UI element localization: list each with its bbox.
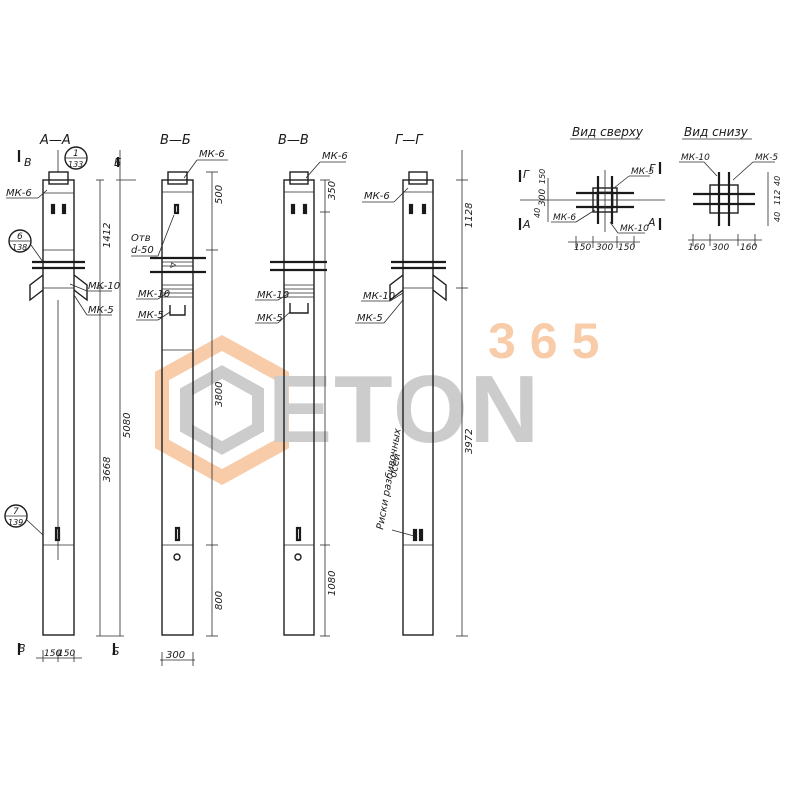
- watermark-number: 365: [488, 313, 613, 369]
- bottom-view: Вид снизу МК-10 МК-5 40 112 40 160 300 1…: [679, 125, 782, 253]
- svg-text:138: 138: [12, 243, 27, 252]
- section-title-bb: В—Б: [160, 133, 191, 148]
- dim-bottom-300: 300: [712, 243, 729, 253]
- label-mk6-top: МК-6: [553, 213, 576, 223]
- dim-3668: 3668: [102, 457, 113, 482]
- top-view: Вид сверху Г Г А А МК-5 МК-6 МК-10 300 1…: [518, 125, 665, 253]
- note-hole-1: Отв: [131, 233, 151, 244]
- dim-500: 500: [214, 185, 225, 204]
- label-mk10-bottom: МК-10: [681, 153, 710, 163]
- dim-top-150: 150: [538, 169, 547, 184]
- label-mk5-top: МК-5: [631, 167, 654, 177]
- svg-text:7: 7: [13, 507, 19, 517]
- section-mark-a-left: А: [522, 218, 531, 231]
- dim-800: 800: [214, 591, 225, 610]
- column-vv: МК-6 МК-10 МК-5 350 1080: [255, 151, 348, 637]
- dim-1080: 1080: [327, 571, 338, 596]
- dim-5080: 5080: [122, 413, 133, 438]
- column-aa: В В 1 133 6 138 7 139 МК-6 МК-10 МК-5: [4, 146, 136, 662]
- svg-text:ᐅ: ᐅ: [170, 261, 176, 270]
- watermark-brand: ETON: [268, 356, 541, 463]
- label-mk5-bottom: МК-5: [755, 153, 778, 163]
- dim-top-300-bottom: 300: [596, 243, 613, 253]
- svg-text:1: 1: [73, 149, 79, 159]
- section-mark-g-right: Г: [649, 162, 656, 175]
- section-title-gg: Г—Г: [395, 133, 424, 148]
- callout-6: 6 138: [8, 229, 44, 263]
- section-title-vv: В—В: [278, 133, 309, 148]
- label-mk10-bb: МК-10: [138, 289, 170, 300]
- dim-150-aa-right: 150: [58, 649, 75, 659]
- dim-1412: 1412: [102, 223, 113, 248]
- label-mk5-vv: МК-5: [257, 313, 283, 324]
- column-bb: ᐅ МК-6 Отв d-50 МК-10 МК-5 500 3800 800 …: [131, 149, 228, 666]
- dim-top-40: 40: [533, 208, 542, 218]
- label-mk5-gg: МК-5: [357, 313, 383, 324]
- dim-bottom-112: 112: [773, 190, 782, 205]
- dim-1128: 1128: [464, 203, 475, 228]
- svg-text:133: 133: [68, 160, 83, 169]
- dim-bottom-160-right: 160: [740, 243, 757, 253]
- dim-bottom-40b: 40: [773, 212, 782, 222]
- label-mk6-aa: МК-6: [6, 188, 32, 199]
- section-mark-g-left: Г: [523, 168, 530, 181]
- label-mk5-aa: МК-5: [88, 305, 114, 316]
- dim-150-aa-left: 150: [44, 649, 61, 659]
- label-mk6-gg: МК-6: [364, 191, 390, 202]
- svg-text:6: 6: [17, 232, 23, 242]
- dim-300-bb: 300: [166, 650, 185, 661]
- callout-7: 7 139: [4, 504, 44, 536]
- dim-top-150-left: 150: [574, 243, 591, 253]
- dim-3800: 3800: [214, 382, 225, 407]
- label-mk5-bb: МК-5: [138, 310, 164, 321]
- label-mk10-aa: МК-10: [88, 281, 120, 292]
- label-mk10-vv: МК-10: [257, 290, 289, 301]
- note-hole-2: d-50: [131, 245, 154, 256]
- dim-bottom-160-left: 160: [688, 243, 705, 253]
- label-mk6-bb: МК-6: [199, 149, 225, 160]
- bottom-view-title: Вид снизу: [684, 125, 749, 139]
- top-view-title: Вид сверху: [572, 125, 644, 139]
- dim-top-300: 300: [538, 189, 548, 206]
- section-mark-a-right: А: [647, 216, 656, 229]
- dim-350: 350: [327, 181, 338, 200]
- label-mk10-top: МК-10: [620, 224, 649, 234]
- dim-3972: 3972: [464, 429, 475, 454]
- callout-1: 1 133: [64, 146, 88, 170]
- section-title-aa: А—А: [39, 133, 71, 148]
- note-risks-2: осей: [388, 452, 403, 478]
- label-mk6-vv: МК-6: [322, 151, 348, 162]
- dim-top-150-right: 150: [618, 243, 635, 253]
- label-mk10-gg: МК-10: [363, 291, 395, 302]
- dim-bottom-40a: 40: [773, 176, 782, 186]
- section-mark-b-top: Б: [114, 156, 122, 169]
- section-mark-b-bottom: Б: [112, 645, 120, 658]
- section-mark-v-bottom: В: [18, 642, 26, 655]
- section-mark-v-top: В: [24, 156, 32, 169]
- svg-text:139: 139: [8, 518, 23, 527]
